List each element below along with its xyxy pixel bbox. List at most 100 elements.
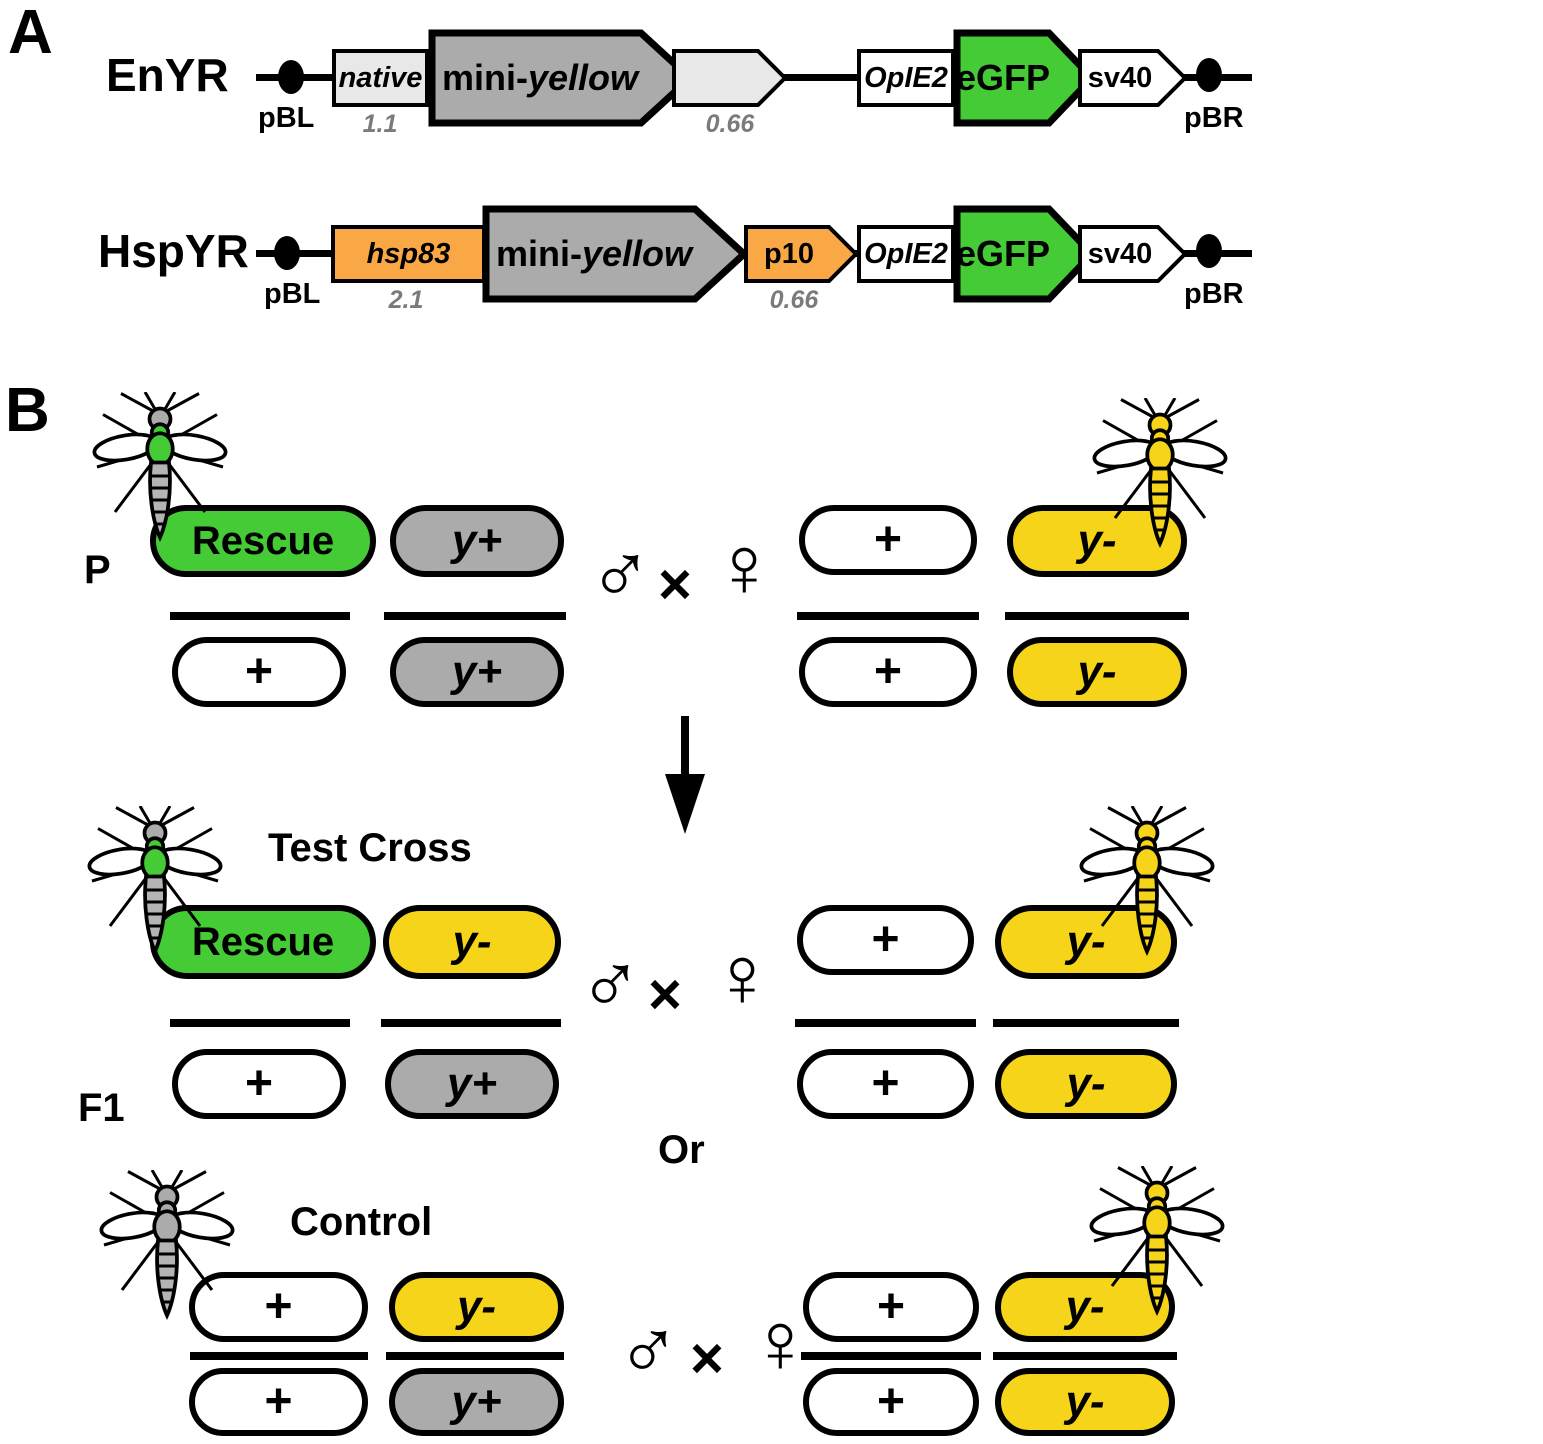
allele-pill-plus: + [799, 505, 977, 575]
marker-promoter-label: OpIE2 [864, 237, 948, 270]
allele-pill-yminus: y- [1007, 637, 1187, 707]
terminator-arrow-p10 [744, 225, 859, 283]
promoter-size-label: 1.1 [362, 110, 398, 138]
allele-label: y- [1066, 1059, 1106, 1108]
allele-label: y- [1077, 516, 1117, 565]
fraction-line [170, 612, 350, 620]
allele-label: Rescue [191, 519, 335, 563]
allele-label: + [871, 913, 900, 966]
allele-label: + [873, 513, 903, 566]
marker-promoter-box: OpIE2 [857, 49, 955, 107]
allele-pill-plus: + [797, 1049, 974, 1119]
female-symbol: ♀ [710, 929, 775, 1025]
terminator-size-label: 0.66 [705, 110, 755, 138]
control-title: Control [290, 1200, 433, 1244]
allele-label: + [264, 1375, 293, 1428]
allele-pill-plus: + [172, 1049, 346, 1119]
allele-pill-yplus: y+ [389, 1368, 564, 1436]
allele-label: y- [1077, 647, 1117, 696]
fraction-line [170, 1019, 350, 1027]
marker-promoter-label: OpIE2 [864, 61, 948, 94]
allele-label: y+ [451, 516, 503, 565]
fraction-line [381, 1019, 561, 1027]
allele-label: y- [452, 917, 492, 966]
cross-symbol: × [658, 552, 692, 617]
mosquito-yellow-female-icon [1072, 806, 1222, 971]
fraction-line [795, 1019, 976, 1027]
allele-label: y- [1066, 917, 1106, 966]
allele-pill-yplus: y+ [390, 505, 564, 577]
allele-label: + [244, 645, 274, 698]
or-label: Or [658, 1128, 705, 1172]
cross-symbol: × [690, 1326, 724, 1391]
allele-label: + [871, 1057, 900, 1110]
anchor-pbr: pBR [1184, 278, 1244, 310]
anchor-pbr: pBR [1184, 102, 1244, 134]
allele-pill-plus: + [189, 1368, 368, 1436]
construct-name-hspyr: HspYR [98, 225, 249, 277]
marker-terminator-arrow [1078, 225, 1188, 283]
cross-symbol: × [648, 962, 682, 1027]
fraction-line [386, 1352, 564, 1360]
promoter-box-native: native [332, 49, 429, 107]
promoter-label: native [338, 61, 423, 94]
marker-arrow-egfp [953, 205, 1096, 303]
allele-pill-plus: + [803, 1272, 979, 1342]
allele-label: + [873, 645, 903, 698]
allele-label: y- [1065, 1282, 1105, 1331]
marker-terminator-arrow [1078, 49, 1188, 107]
allele-pill-plus: + [797, 905, 974, 975]
allele-pill-plus: + [189, 1272, 368, 1342]
panel-a-label: A [8, 0, 53, 67]
allele-pill-yplus: y+ [390, 637, 564, 707]
allele-label: + [876, 1280, 906, 1333]
allele-pill-plus: + [799, 637, 977, 707]
down-arrow-icon [665, 716, 705, 834]
allele-pill-yminus: y- [995, 1049, 1177, 1119]
fraction-line [190, 1352, 368, 1360]
promoter-box-hsp83: hsp83 [331, 225, 486, 283]
mosquito-rescue-male-icon [80, 806, 230, 971]
allele-pill-plus: + [803, 1368, 979, 1436]
backbone-dot-left [278, 60, 304, 94]
allele-pill-yminus: y- [389, 1272, 564, 1342]
female-symbol: ♀ [748, 1295, 813, 1391]
allele-pill-rescue: Rescue [150, 505, 376, 577]
gene-arrow-mini-yellow [428, 29, 694, 127]
marker-arrow-egfp [953, 29, 1096, 127]
backbone-dot-right [1196, 234, 1222, 268]
male-symbol: ♂ [616, 1299, 681, 1395]
anchor-pbl: pBL [258, 102, 315, 134]
allele-label: y+ [451, 1377, 502, 1426]
allele-pill-yplus: y+ [385, 1049, 559, 1119]
male-symbol: ♂ [588, 523, 653, 619]
fraction-line [993, 1019, 1179, 1027]
mosquito-gray-male-icon [92, 1170, 242, 1335]
fraction-line [797, 612, 979, 620]
test-cross-title: Test Cross [268, 826, 472, 870]
promoter-size-label: 2.1 [388, 286, 424, 314]
allele-pill-plus: + [172, 637, 346, 707]
gene-arrow-mini-yellow [482, 205, 748, 303]
allele-label: + [244, 1057, 274, 1110]
female-symbol: ♀ [712, 519, 777, 615]
mosquito-yellow-female-icon [1085, 398, 1235, 563]
mosquito-rescue-male-icon [85, 392, 235, 557]
terminator-size-label: 0.66 [769, 286, 819, 314]
promoter-label: hsp83 [366, 237, 451, 270]
allele-pill-yminus: y- [383, 905, 561, 979]
backbone-dot-left [274, 236, 300, 270]
allele-label: Rescue [191, 920, 335, 964]
allele-label: y+ [446, 1059, 498, 1108]
allele-label: + [876, 1375, 906, 1428]
generation-p-label: P [84, 548, 111, 592]
fraction-line [993, 1352, 1177, 1360]
allele-pill-yminus: y- [995, 1272, 1175, 1342]
generation-f1-label: F1 [78, 1086, 125, 1130]
allele-pill-yminus: y- [995, 1368, 1175, 1436]
construct-name-enyr: EnYR [106, 49, 229, 101]
allele-label: y+ [451, 647, 503, 696]
fraction-line [801, 1352, 981, 1360]
backbone-dot-right [1196, 58, 1222, 92]
